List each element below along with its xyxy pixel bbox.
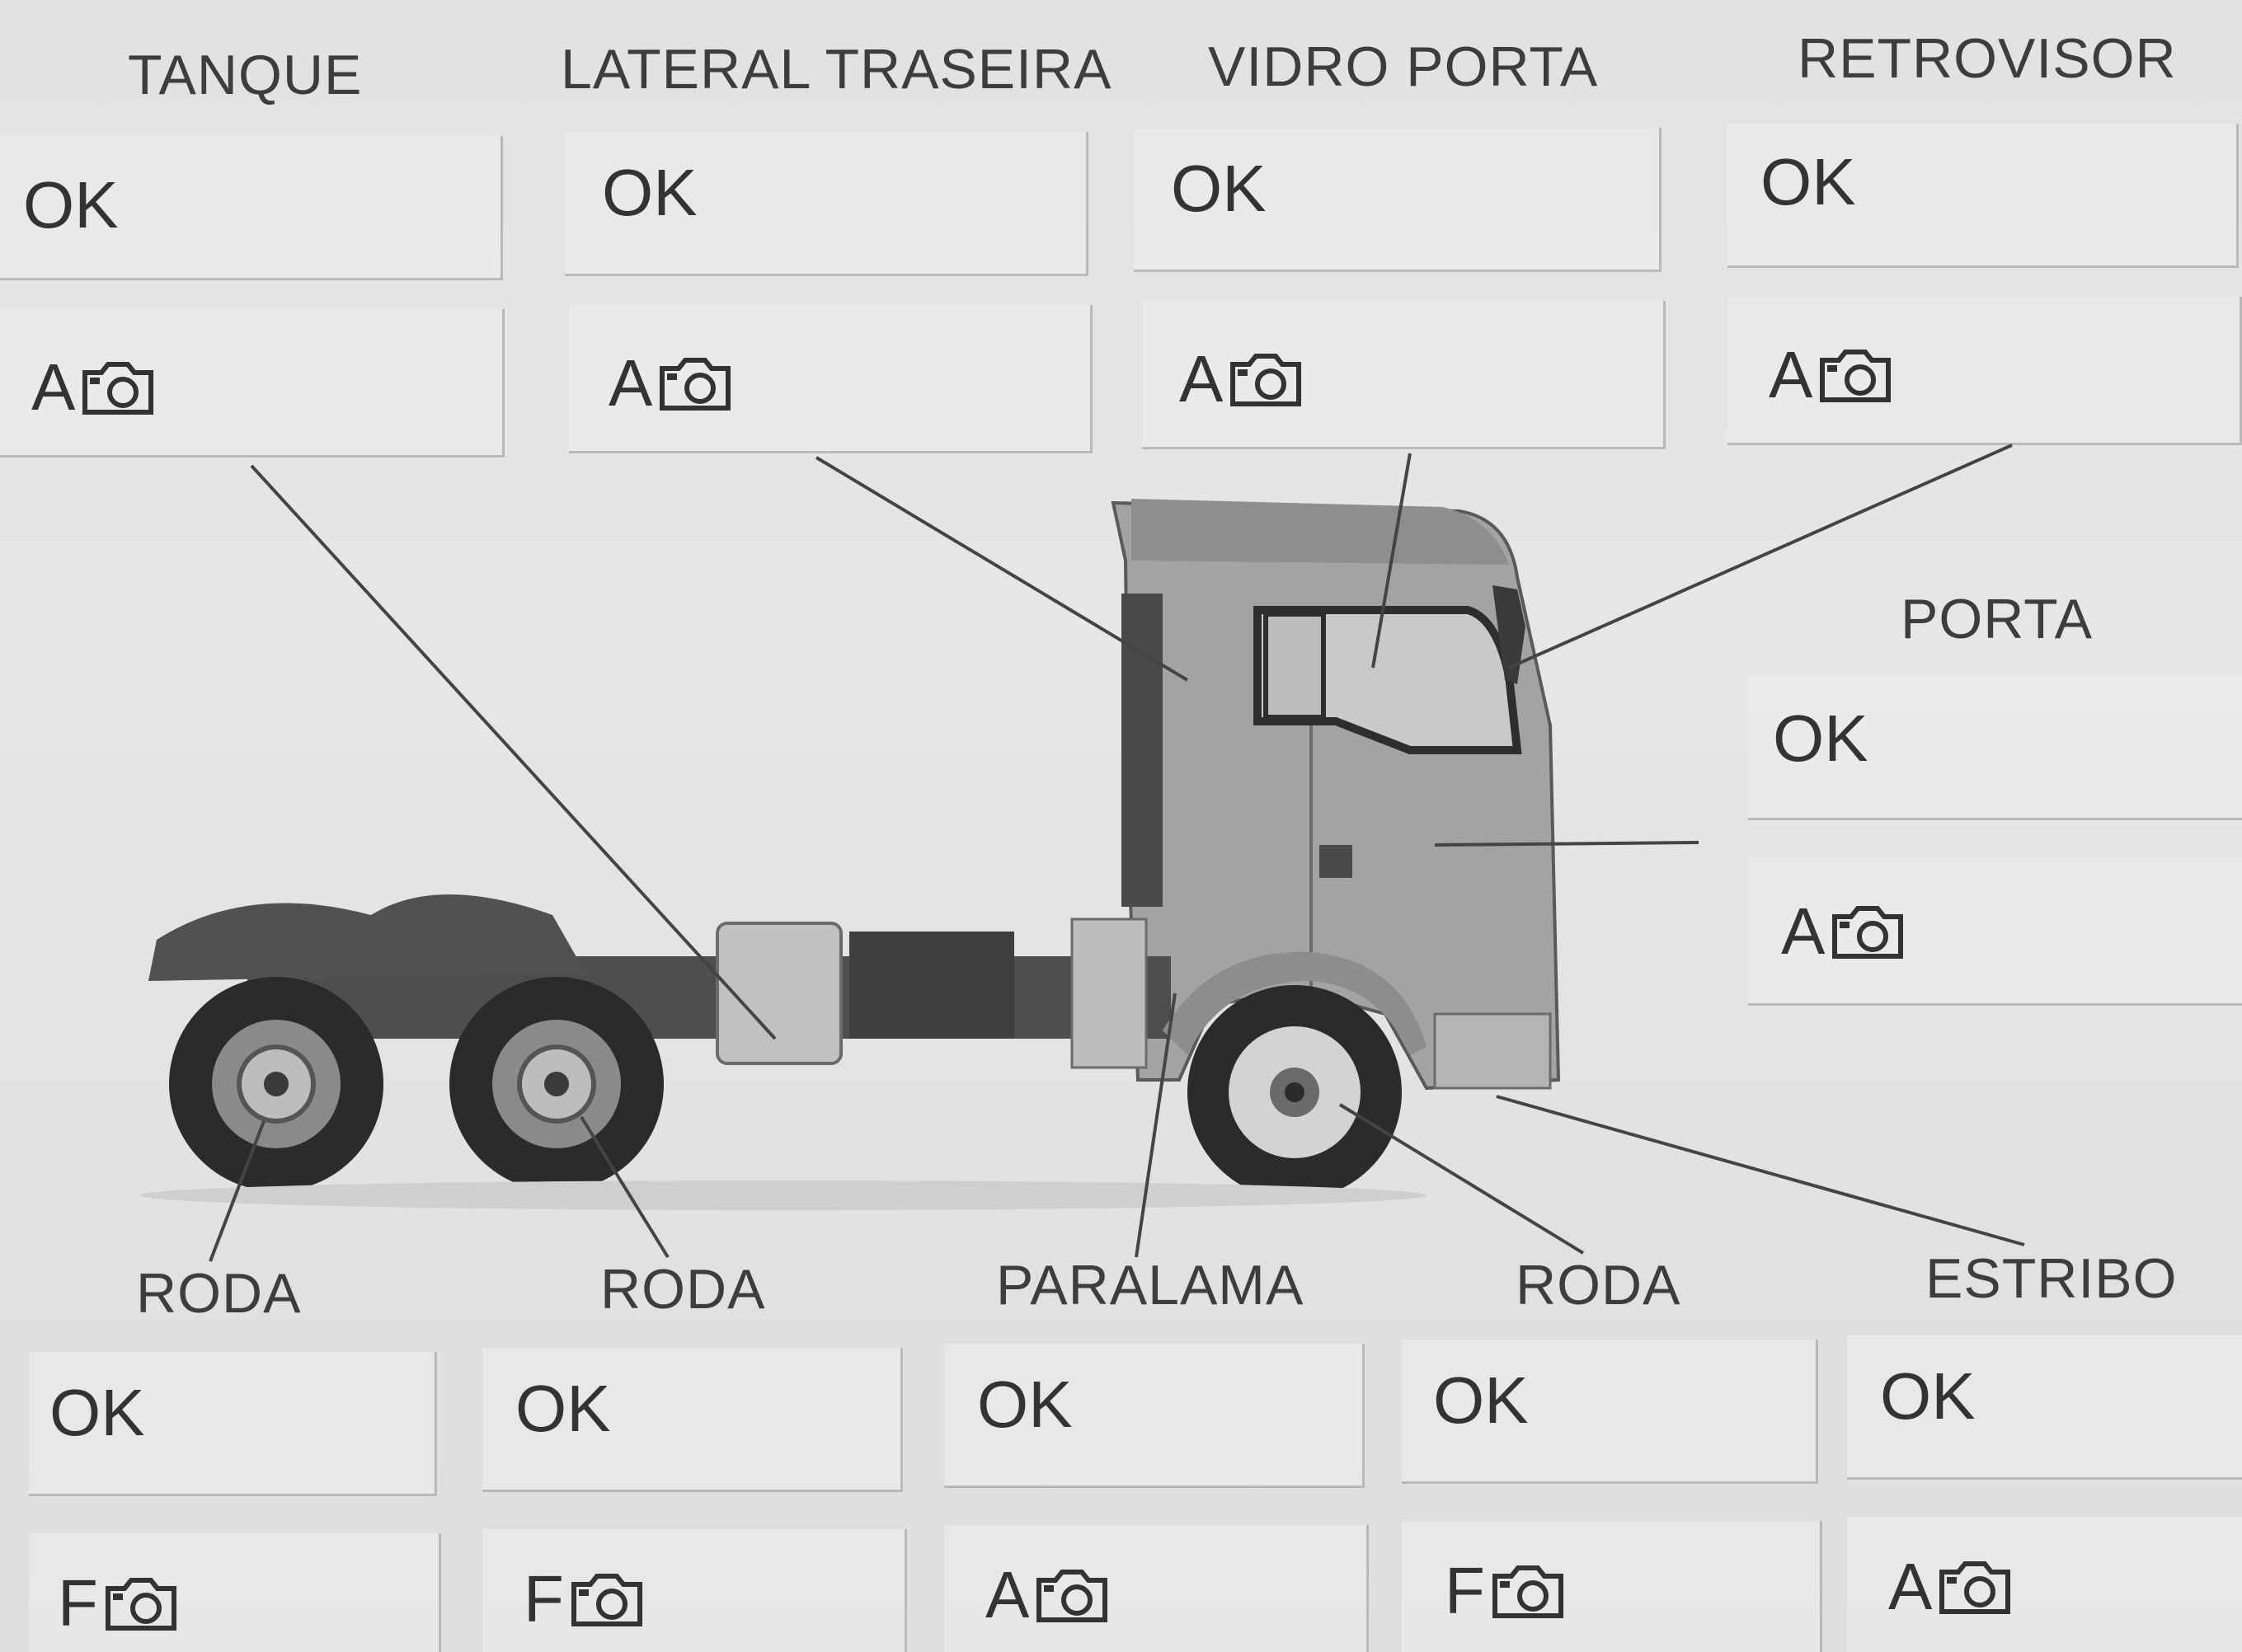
status-text: OK — [1760, 145, 1856, 218]
status-text: OK — [49, 1376, 145, 1449]
label-paralama: PARALAMA — [996, 1254, 1304, 1316]
status-text: OK — [977, 1368, 1073, 1441]
label-roda-1: RODA — [136, 1262, 302, 1325]
label-estribo: ESTRIBO — [1925, 1247, 2178, 1310]
camera-icon[interactable] — [1490, 1561, 1566, 1621]
photo-cell-retrovisor[interactable]: A — [1727, 297, 2242, 445]
label-lateral-traseira: LATERAL TRASEIRA — [561, 38, 1112, 101]
camera-icon[interactable] — [569, 1570, 645, 1629]
camera-icon[interactable] — [1228, 350, 1304, 409]
truck-fuel-tank — [716, 922, 843, 1065]
camera-icon[interactable] — [1817, 345, 1893, 405]
status-cell-tanque[interactable]: OK — [0, 136, 503, 280]
label-vidro-porta: VIDRO PORTA — [1208, 35, 1599, 98]
truck-fender-block — [1070, 918, 1148, 1069]
status-text: OK — [515, 1372, 611, 1445]
photo-cell-estribo[interactable]: A — [1847, 1517, 2242, 1652]
grade-value: A — [609, 346, 653, 420]
status-cell-vidro-porta[interactable]: OK — [1134, 128, 1662, 272]
photo-cell-roda-3[interactable]: F — [1402, 1521, 1822, 1652]
status-text: OK — [1773, 702, 1868, 775]
truck-step — [1433, 1012, 1552, 1090]
truck-wheel-front — [1187, 985, 1402, 1199]
camera-icon[interactable] — [103, 1574, 179, 1633]
status-text: OK — [602, 156, 698, 229]
photo-cell-roda-1[interactable]: F — [29, 1533, 441, 1652]
label-roda-3: RODA — [1516, 1254, 1681, 1316]
label-retrovisor: RETROVISOR — [1798, 27, 2177, 90]
status-text: OK — [1433, 1363, 1529, 1437]
grade-value: F — [524, 1562, 564, 1636]
grade-value: A — [985, 1558, 1030, 1631]
photo-cell-lateral-traseira[interactable]: A — [569, 305, 1093, 453]
status-cell-roda-3[interactable]: OK — [1402, 1340, 1818, 1484]
truck-illustration — [140, 499, 1561, 1210]
truck-equipment — [849, 932, 1014, 1039]
status-cell-retrovisor[interactable]: OK — [1727, 124, 2239, 268]
camera-icon[interactable] — [1830, 902, 1906, 961]
truck-window-vent — [1263, 612, 1326, 720]
truck-front-fender — [1163, 951, 1427, 1055]
label-porta: PORTA — [1901, 588, 2093, 650]
grade-value: A — [31, 350, 76, 424]
status-text: OK — [1880, 1359, 1976, 1433]
truck-wheel-rear-1 — [169, 977, 383, 1191]
grade-value: F — [1445, 1554, 1485, 1627]
grade-value: F — [58, 1566, 98, 1640]
truck-door-handle — [1319, 845, 1352, 878]
grade-value: A — [1769, 338, 1813, 411]
status-text: OK — [1171, 152, 1267, 225]
photo-cell-porta[interactable]: A — [1748, 857, 2242, 1006]
camera-icon[interactable] — [657, 354, 733, 413]
photo-cell-tanque[interactable]: A — [0, 309, 505, 458]
photo-cell-vidro-porta[interactable]: A — [1142, 301, 1666, 449]
status-cell-roda-2[interactable]: OK — [482, 1348, 903, 1492]
status-cell-roda-1[interactable]: OK — [29, 1352, 437, 1496]
label-roda-2: RODA — [600, 1258, 766, 1321]
status-cell-lateral-traseira[interactable]: OK — [565, 132, 1088, 276]
truck-wheel-rear-2 — [449, 977, 664, 1191]
grade-value: A — [1781, 894, 1826, 968]
camera-icon[interactable] — [1034, 1565, 1110, 1625]
status-cell-paralama[interactable]: OK — [944, 1344, 1365, 1488]
truck-cab-roof — [1131, 499, 1509, 565]
status-text: OK — [23, 168, 119, 242]
status-cell-estribo[interactable]: OK — [1847, 1335, 2242, 1480]
photo-cell-roda-2[interactable]: F — [482, 1529, 907, 1652]
label-tanque: TANQUE — [128, 44, 363, 106]
photo-cell-paralama[interactable]: A — [944, 1525, 1369, 1652]
grade-value: A — [1179, 342, 1224, 415]
camera-icon[interactable] — [80, 358, 156, 417]
grade-value: A — [1888, 1550, 1933, 1623]
camera-icon[interactable] — [1937, 1557, 2013, 1617]
status-cell-porta[interactable]: OK — [1748, 676, 2242, 820]
truck-rear-panel — [1121, 594, 1163, 907]
truck-rear-fender — [148, 894, 585, 981]
